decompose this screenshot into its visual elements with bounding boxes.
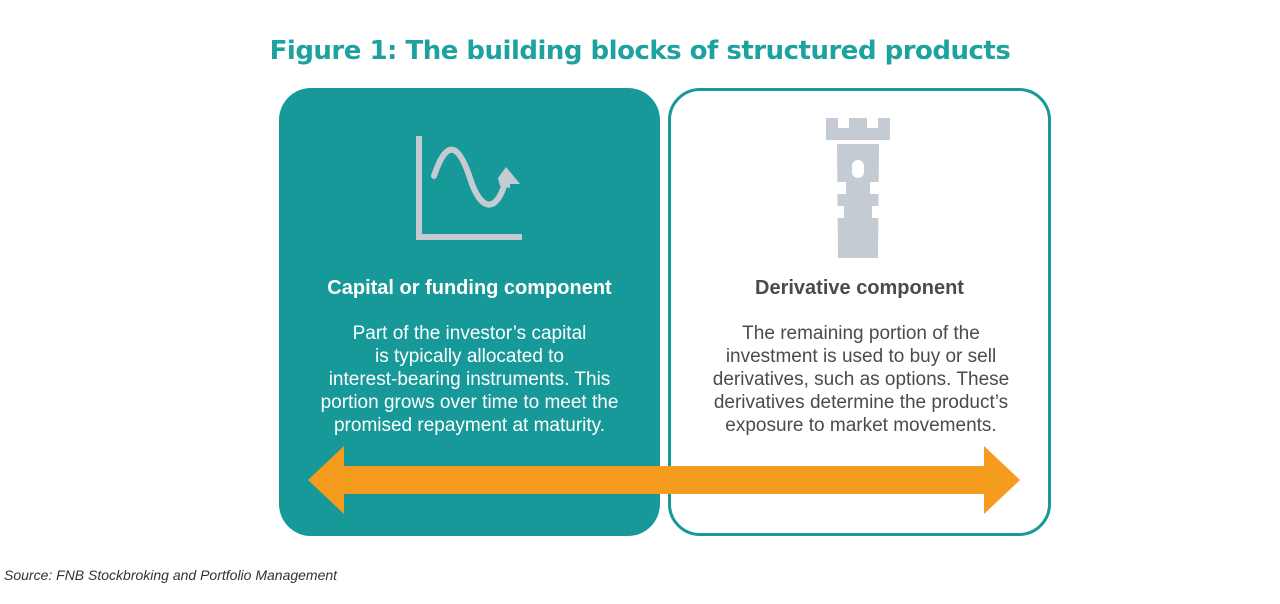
description-line: derivatives, such as options. These — [712, 369, 1010, 390]
figure-title: Figure 1: The building blocks of structu… — [269, 36, 1011, 66]
double-headed-arrow-icon — [308, 446, 1020, 514]
description-line: derivatives determine the product’s — [713, 392, 1009, 413]
description-line: promised repayment at maturity. — [333, 415, 606, 436]
description-line: The remaining portion of the — [742, 323, 980, 344]
description-line: portion grows over time to meet the — [320, 392, 619, 413]
description-line: investment is used to buy or sell — [725, 346, 997, 367]
description-line: interest-bearing instruments. This — [328, 369, 611, 390]
capital-component-description: Part of the investor’s capital is typica… — [292, 322, 647, 437]
description-line: exposure to market movements. — [725, 415, 997, 436]
source-note: Source: FNB Stockbroking and Portfolio M… — [4, 567, 338, 583]
capital-component-heading: Capital or funding component — [327, 277, 612, 299]
derivative-component-description: The remaining portion of the investment … — [690, 322, 1032, 437]
tower-icon — [826, 118, 890, 258]
wave-chart-icon — [416, 136, 522, 240]
description-line: is typically allocated to — [374, 346, 565, 367]
derivative-component-heading: Derivative component — [755, 277, 964, 299]
description-line: Part of the investor’s capital — [352, 323, 587, 344]
